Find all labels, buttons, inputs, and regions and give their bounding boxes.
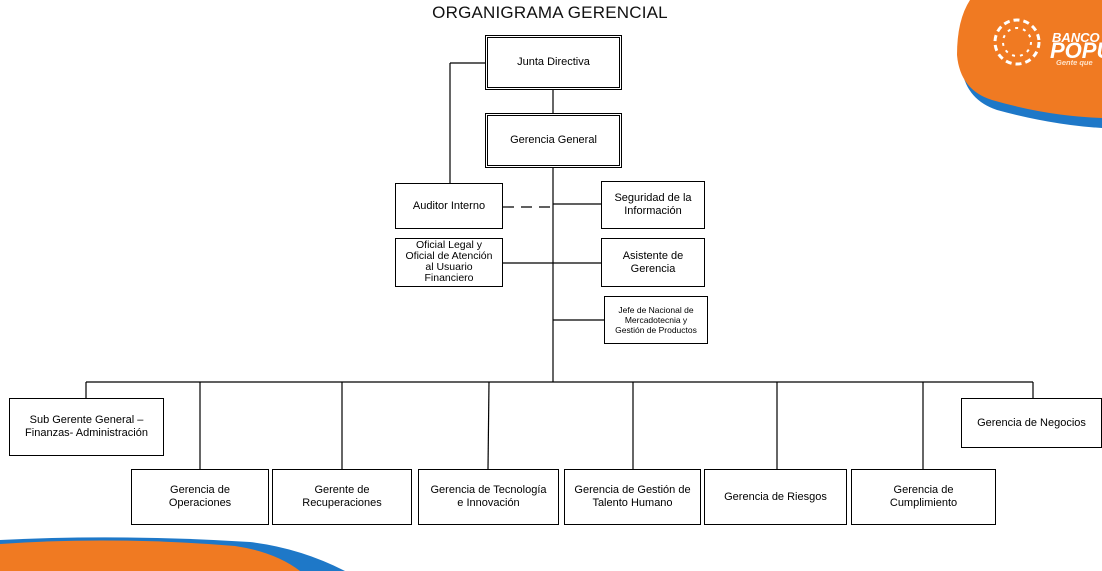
node-junta-directiva: Junta Directiva: [485, 35, 622, 90]
node-gerencia-general: Gerencia General: [485, 113, 622, 168]
node-gerencia-operaciones: Gerencia de Operaciones: [131, 469, 269, 525]
node-oficial-legal: Oficial Legal y Oficial de Atención al U…: [395, 238, 503, 287]
banco-popular-logo: [957, 0, 1102, 128]
chart-title: ORGANIGRAMA GERENCIAL: [432, 3, 668, 22]
node-asistente-gerencia: Asistente de Gerencia: [601, 238, 705, 287]
node-jefe-mercadotecnia: Jefe de Nacional de Mercadotecnia y Gest…: [604, 296, 708, 344]
logo-text-banco: BANCO: [1052, 30, 1100, 45]
logo-tagline: Gente que: [1056, 58, 1093, 67]
logo-text-popular: POPULA: [1050, 38, 1102, 63]
node-auditor-interno: Auditor Interno: [395, 183, 503, 229]
node-gerencia-talento-humano: Gerencia de Gestión de Talento Humano: [564, 469, 701, 525]
node-gerencia-riesgos: Gerencia de Riesgos: [704, 469, 847, 525]
bottom-swoosh-decoration: [0, 537, 345, 571]
node-gerencia-negocios: Gerencia de Negocios: [961, 398, 1102, 448]
node-gerencia-tecnologia: Gerencia de Tecnología e Innovación: [418, 469, 559, 525]
node-gerente-recuperaciones: Gerente de Recuperaciones: [272, 469, 412, 525]
node-sub-gerente-general: Sub Gerente General – Finanzas- Administ…: [9, 398, 164, 456]
node-gerencia-cumplimiento: Gerencia de Cumplimiento: [851, 469, 996, 525]
node-seguridad-informacion: Seguridad de la Información: [601, 181, 705, 229]
